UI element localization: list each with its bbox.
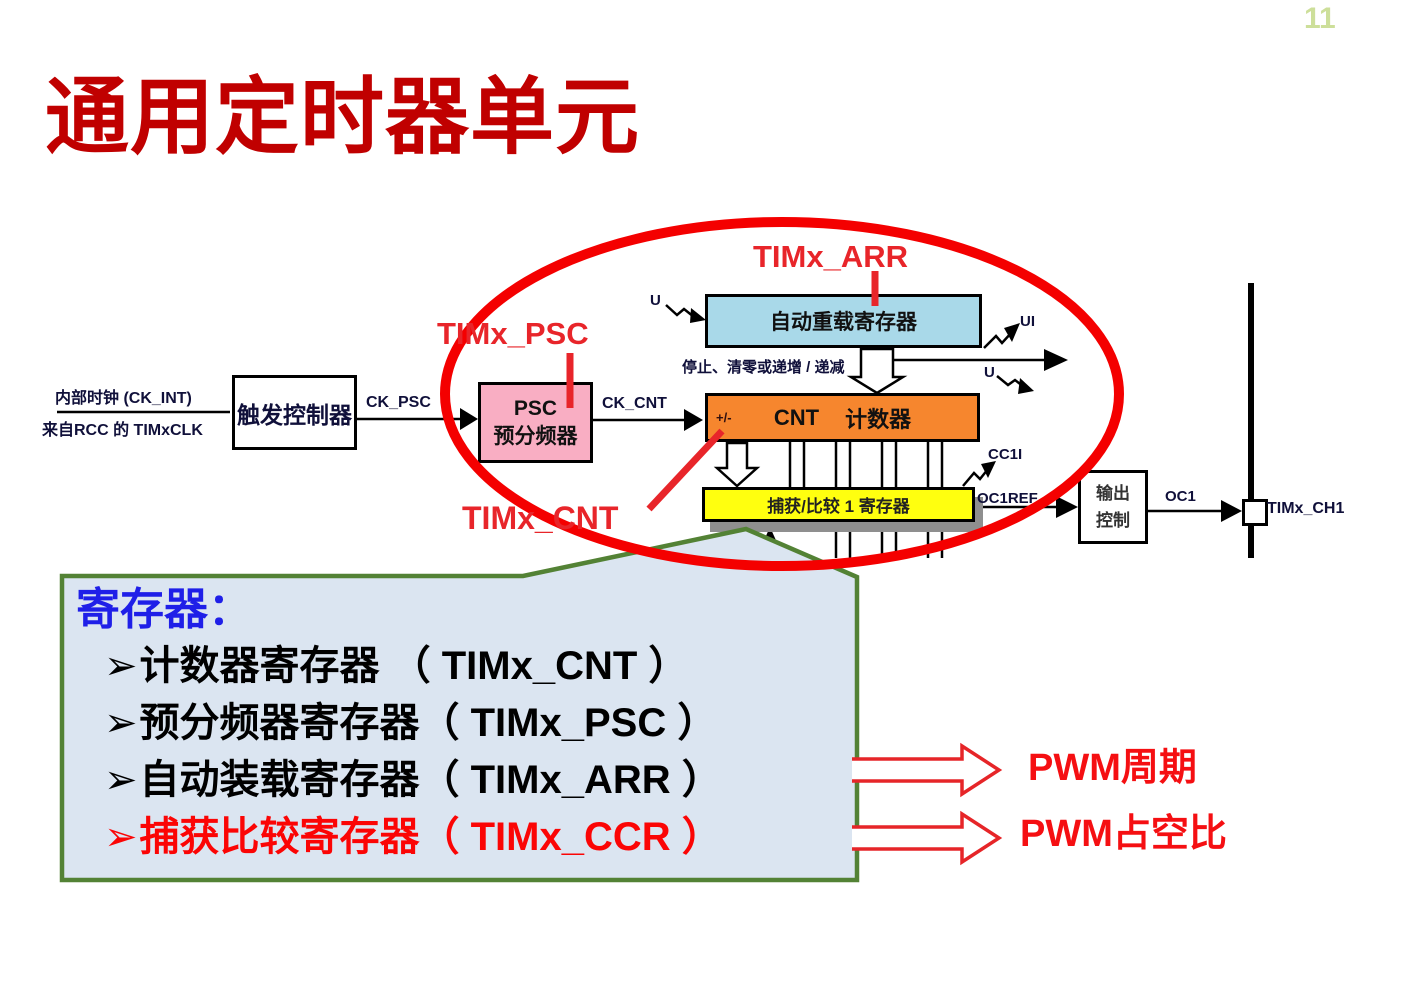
internal-clock-label: 内部时钟 (CK_INT) bbox=[55, 390, 192, 407]
arrowhead-into-output bbox=[1056, 496, 1078, 518]
auto-reload-register-box: 自动重载寄存器 bbox=[705, 294, 982, 348]
trigger-controller-box: 触发控制器 bbox=[232, 375, 357, 450]
u-squiggle-right bbox=[996, 375, 1025, 388]
u-squiggle-left bbox=[665, 304, 695, 318]
bullet-icon: ➢ bbox=[104, 815, 138, 859]
arr-to-cnt-block-arrow bbox=[846, 347, 908, 395]
stop-clear-updown-label: 停止、清零或递增 / 递减 bbox=[682, 359, 845, 376]
oc1ref-label: OC1REF bbox=[977, 490, 1038, 507]
u-left-arrowhead bbox=[690, 308, 706, 323]
output-control-line1: 输出 bbox=[1096, 483, 1130, 503]
arrowhead-up-into-capture bbox=[761, 527, 779, 547]
internal-clock-source-label: 来自RCC 的 TIMxCLK bbox=[42, 422, 203, 439]
bullet-icon: ➢ bbox=[104, 758, 138, 802]
arrowhead-update-event bbox=[1044, 349, 1068, 371]
arrowhead-into-psc bbox=[460, 408, 478, 430]
psc-title: PSC bbox=[513, 397, 558, 421]
arrowhead-into-pad bbox=[1221, 500, 1242, 522]
ui-arrowhead bbox=[1004, 323, 1020, 342]
page-number: 11 bbox=[1304, 2, 1336, 35]
callout-item-ccr: ➢捕获比较寄存器（ TIMx_CCR ） bbox=[104, 815, 722, 859]
counter-title: CNT bbox=[773, 404, 820, 430]
counter-box: +/- CNT 计数器 bbox=[705, 393, 980, 442]
update-event-u-left-label: U bbox=[650, 292, 661, 309]
counter-suffix: 计数器 bbox=[845, 406, 912, 432]
register-callout: 寄存器： ➢计数器寄存器 （ TIMx_CNT ） ➢预分频器寄存器（ TIMx… bbox=[76, 582, 846, 866]
callout-item-cnt: ➢计数器寄存器 （ TIMx_CNT ） bbox=[104, 644, 689, 688]
output-control-line2: 控制 bbox=[1096, 511, 1130, 530]
ck-psc-label: CK_PSC bbox=[366, 394, 431, 411]
u-right-arrowhead bbox=[1018, 378, 1034, 394]
cc1i-label: CC1I bbox=[988, 446, 1023, 463]
cnt-to-capture-block-arrow bbox=[713, 441, 761, 488]
timer-channel-pad bbox=[1242, 499, 1268, 526]
timx-cnt-annotation: TIMx_CNT bbox=[462, 500, 619, 536]
arrowhead-into-cnt bbox=[684, 409, 703, 431]
bullet-icon: ➢ bbox=[104, 701, 138, 745]
cc1i-arrowhead bbox=[981, 461, 996, 478]
timx-arr-annotation: TIMx_ARR bbox=[753, 239, 909, 274]
psc-prescaler-box: PSC 预分频器 bbox=[478, 382, 593, 463]
ui-squiggle bbox=[983, 331, 1013, 349]
trigger-controller-label: 触发控制器 bbox=[237, 401, 352, 428]
psc-subtitle: 预分频器 bbox=[493, 424, 578, 448]
capture-compare-label: 捕获/比较 1 寄存器 bbox=[767, 497, 910, 516]
auto-reload-label: 自动重载寄存器 bbox=[770, 311, 917, 334]
callout-item-psc: ➢预分频器寄存器（ TIMx_PSC ） bbox=[104, 701, 718, 745]
ck-cnt-label: CK_CNT bbox=[602, 395, 667, 412]
capture-compare-register-box: 捕获/比较 1 寄存器 bbox=[702, 487, 975, 522]
pwm-period-arrow bbox=[852, 742, 1003, 798]
callout-heading: 寄存器： bbox=[76, 585, 252, 634]
oc1-label: OC1 bbox=[1165, 488, 1196, 505]
update-interrupt-ui-label: UI bbox=[1020, 313, 1035, 330]
callout-item-arr: ➢自动装载寄存器（ TIMx_ARR ） bbox=[104, 758, 722, 802]
pwm-duty-label: PWM占空比 bbox=[1020, 813, 1227, 855]
bullet-icon: ➢ bbox=[104, 644, 138, 688]
page-title: 通用定时器单元 bbox=[45, 70, 641, 164]
pwm-period-label: PWM周期 bbox=[1028, 747, 1197, 789]
cc1i-squiggle bbox=[962, 468, 989, 487]
timx-psc-annotation: TIMx_PSC bbox=[437, 316, 589, 351]
timx-ch1-label: TIMx_CH1 bbox=[1267, 500, 1345, 517]
output-control-box: 输出 控制 bbox=[1078, 470, 1148, 544]
pwm-duty-arrow bbox=[852, 810, 1003, 866]
update-event-u-right-label: U bbox=[984, 364, 995, 381]
counter-updown-sign: +/- bbox=[716, 410, 732, 425]
